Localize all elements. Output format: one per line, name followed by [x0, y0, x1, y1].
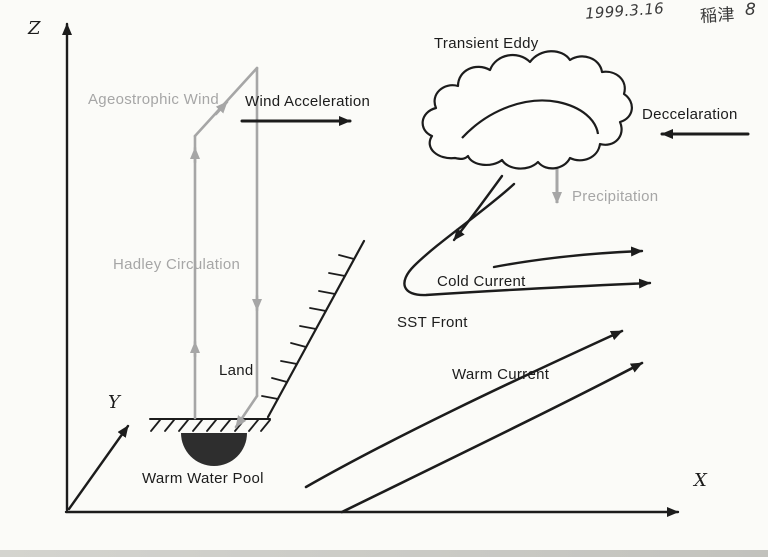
cold-current-arrow: [492, 246, 644, 269]
transient-eddy-cloud: [421, 50, 633, 170]
ageostrophic-wind-label: Ageostrophic Wind: [88, 91, 219, 108]
scan-edge: [0, 550, 768, 557]
cloud-outline: [421, 50, 633, 170]
cold-current-hook: [403, 182, 652, 297]
handwritten-number: 8: [745, 0, 757, 20]
warm-water-pool-shape: [181, 433, 247, 466]
land-label: Land: [219, 362, 254, 379]
handwritten-name: 稲津: [699, 5, 736, 27]
hadley-return-branch: [234, 394, 259, 429]
y-axis-label: Y: [108, 392, 121, 413]
hadley-circulation-loop: [190, 66, 262, 429]
x-axis-label: X: [694, 470, 708, 491]
cloud-eddy-axis: [461, 99, 600, 139]
cold-current-label: Cold Current: [437, 273, 526, 290]
coordinate-axes: [62, 22, 680, 517]
ground-hatching: [150, 419, 271, 432]
hadley-top-arrow: [214, 100, 229, 116]
eddy-to-ocean-arrow: [452, 174, 504, 242]
warm-water-pool-label: Warm Water Pool: [142, 470, 264, 487]
flow-arrows: [240, 116, 750, 514]
hadley-circulation-label: Hadley Circulation: [113, 256, 241, 273]
warm-current-label: Warm Current: [452, 366, 550, 383]
warm-current-arrow-2: [340, 361, 644, 514]
warm-current-arrow-1: [304, 329, 624, 489]
deceleration-label: Deccelaration: [642, 106, 738, 123]
precipitation-label: Precipitation: [572, 188, 659, 205]
sst-front-label: SST Front: [397, 314, 468, 331]
y-axis: [67, 424, 130, 511]
wind-acceleration-label: Wind Acceleration: [245, 93, 371, 110]
z-axis-label: Z: [28, 18, 41, 39]
transient-eddy-label: Transient Eddy: [434, 35, 539, 52]
coast-hatching: [261, 254, 355, 400]
